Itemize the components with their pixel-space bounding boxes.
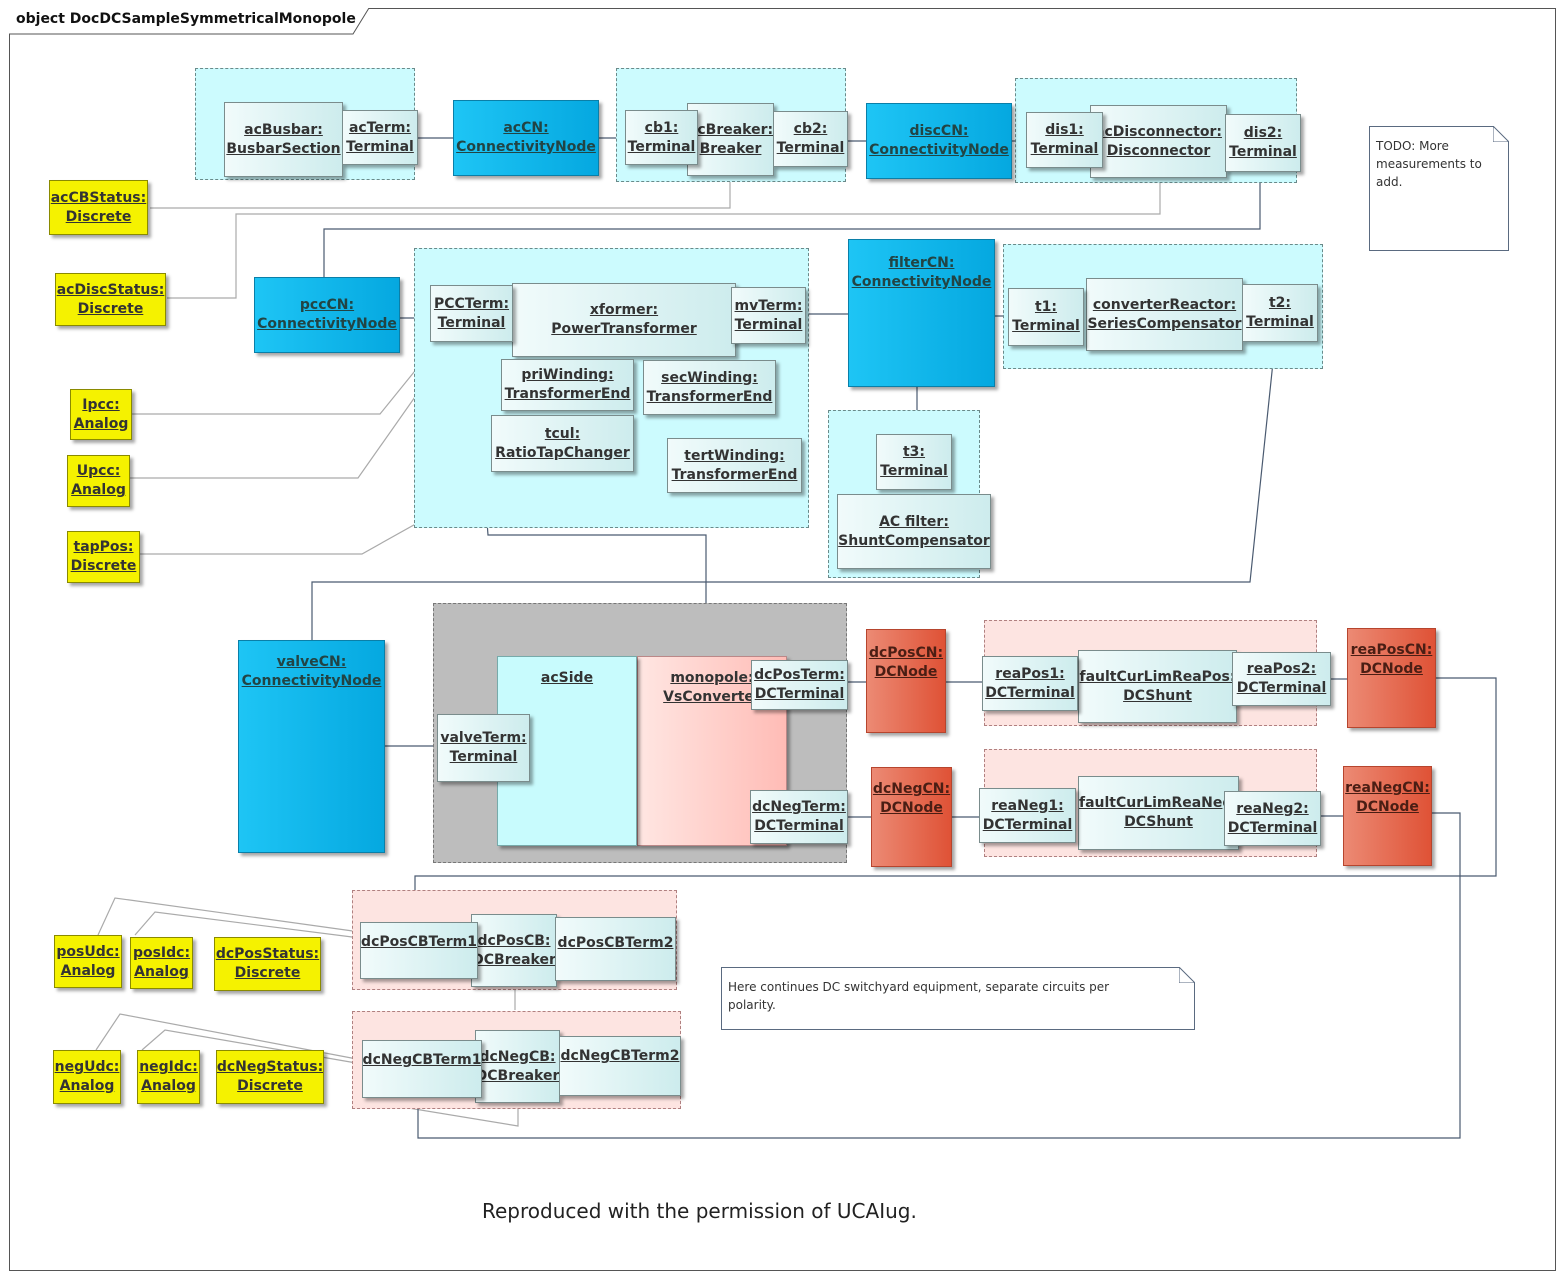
obj-acTerm[interactable]: acTerm:Terminal	[342, 110, 418, 165]
diagram-frame-tab	[9, 8, 370, 35]
obj-reaNeg1[interactable]: reaNeg1:DCTerminal	[979, 788, 1076, 843]
meas-dcNegStatus[interactable]: dcNegStatus:Discrete	[216, 1050, 324, 1104]
obj-converterReactor[interactable]: converterReactor:SeriesCompensator	[1086, 278, 1243, 351]
assoc-posIdc	[134, 911, 361, 939]
assoc-posUdc	[97, 897, 361, 936]
obj-acCN[interactable]: acCN:ConnectivityNode	[453, 100, 599, 176]
meas-acDiscStatus[interactable]: acDiscStatus:Discrete	[55, 273, 166, 326]
obj-dcPosCN[interactable]: dcPosCN:DCNode	[866, 629, 946, 733]
assoc-acDiscStatus	[167, 182, 1161, 299]
obj-tertWinding[interactable]: tertWinding:TransformerEnd	[667, 438, 802, 493]
obj-dis2[interactable]: dis2:Terminal	[1225, 114, 1301, 172]
obj-pccCN[interactable]: pccCN:ConnectivityNode	[254, 277, 400, 353]
obj-dis1[interactable]: dis1:Terminal	[1026, 112, 1103, 168]
obj-priWinding[interactable]: priWinding:TransformerEnd	[501, 359, 634, 411]
obj-reaNeg2[interactable]: reaNeg2:DCTerminal	[1224, 791, 1321, 846]
obj-reaPos2[interactable]: reaPos2:DCTerminal	[1232, 652, 1331, 706]
obj-dcNegCBTerm2[interactable]: dcNegCBTerm2	[559, 1036, 681, 1096]
note-dc-switchyard: Here continues DC switchyard equipment, …	[721, 967, 1195, 1030]
meas-dcPosStatus[interactable]: dcPosStatus:Discrete	[214, 937, 321, 991]
obj-dcNegCN[interactable]: dcNegCN:DCNode	[871, 767, 952, 867]
obj-reaPosCN[interactable]: reaPosCN:DCNode	[1347, 628, 1436, 728]
obj-dcNegCB[interactable]: dcNegCB:DCBreaker	[475, 1030, 560, 1103]
credit-text: Reproduced with the permission of UCAIug…	[482, 1199, 917, 1223]
wire-dis2-pccCN	[323, 175, 1261, 277]
meas-Ipcc[interactable]: Ipcc:Analog	[70, 389, 132, 440]
obj-t3[interactable]: t3:Terminal	[876, 434, 952, 490]
obj-acBusbar[interactable]: acBusbar:BusbarSection	[224, 102, 343, 177]
obj-acBreaker[interactable]: acBreaker:Breaker	[687, 103, 774, 176]
obj-acDisconnector[interactable]: acDisconnector:Disconnector	[1090, 105, 1227, 178]
obj-dcPosCBTerm1[interactable]: dcPosCBTerm1	[360, 922, 478, 979]
obj-t2[interactable]: t2:Terminal	[1242, 284, 1318, 342]
obj-secWinding[interactable]: secWinding:TransformerEnd	[643, 360, 776, 415]
obj-reaPos1[interactable]: reaPos1:DCTerminal	[982, 656, 1078, 711]
wire-reaNegCN-dcNegCBTerm1	[417, 812, 1461, 1139]
obj-reaNegCN[interactable]: reaNegCN:DCNode	[1343, 766, 1432, 866]
obj-PCCTerm[interactable]: PCCTerm:Terminal	[430, 285, 513, 342]
obj-faultCurLimReaNeg[interactable]: faultCurLimReaNeg:DCShunt	[1078, 776, 1239, 850]
meas-posUdc[interactable]: posUdc:Analog	[54, 935, 122, 988]
obj-dcNegTerm[interactable]: dcNegTerm:DCTerminal	[750, 790, 848, 844]
assoc-acCBStatus	[150, 180, 731, 209]
meas-Upcc[interactable]: Upcc:Analog	[67, 455, 130, 507]
meas-negIdc[interactable]: negIdc:Analog	[137, 1050, 200, 1104]
assoc-negUdc	[95, 1013, 363, 1061]
obj-mvTerm[interactable]: mvTerm:Terminal	[731, 287, 806, 344]
obj-cb2[interactable]: cb2:Terminal	[773, 111, 848, 167]
obj-valveTerm[interactable]: valveTerm:Terminal	[437, 714, 530, 782]
meas-tapPos[interactable]: tapPos:Discrete	[67, 531, 140, 583]
obj-xformer[interactable]: xformer:PowerTransformer	[512, 283, 736, 357]
assoc-Upcc	[130, 339, 456, 479]
obj-tcul[interactable]: tcul:RatioTapChanger	[491, 415, 634, 472]
wire-t2-valveCN	[311, 342, 1276, 640]
obj-t1[interactable]: t1:Terminal	[1008, 288, 1084, 346]
diagram-title: object DocDCSampleSymmetricalMonopole	[16, 11, 356, 27]
obj-filterCN[interactable]: filterCN:ConnectivityNode	[848, 239, 995, 387]
obj-dcNegCBTerm1[interactable]: dcNegCBTerm1	[362, 1040, 482, 1098]
obj-dcPosCBTerm2[interactable]: dcPosCBTerm2	[555, 917, 676, 981]
obj-acFilter[interactable]: AC filter:ShuntCompensator	[837, 494, 991, 569]
obj-valveCN[interactable]: valveCN:ConnectivityNode	[238, 640, 385, 853]
obj-discCN[interactable]: discCN:ConnectivityNode	[866, 103, 1012, 179]
note-todo-text: TODO: More measurements to add.	[1376, 139, 1482, 189]
meas-posIdc[interactable]: posIdc:Analog	[130, 937, 193, 989]
note-todo: TODO: More measurements to add.	[1369, 126, 1509, 251]
obj-faultCurLimReaPos[interactable]: faultCurLimReaPos:DCShunt	[1078, 650, 1237, 723]
meas-acCBStatus[interactable]: acCBStatus:Discrete	[49, 180, 148, 235]
obj-dcPosCB[interactable]: dcPosCB:DCBreaker	[471, 914, 557, 987]
obj-cb1[interactable]: cb1:Terminal	[625, 110, 698, 165]
meas-negUdc[interactable]: negUdc:Analog	[53, 1050, 121, 1104]
obj-dcPosTerm[interactable]: dcPosTerm:DCTerminal	[751, 660, 848, 710]
note-dc-switchyard-text: Here continues DC switchyard equipment, …	[728, 980, 1110, 1012]
